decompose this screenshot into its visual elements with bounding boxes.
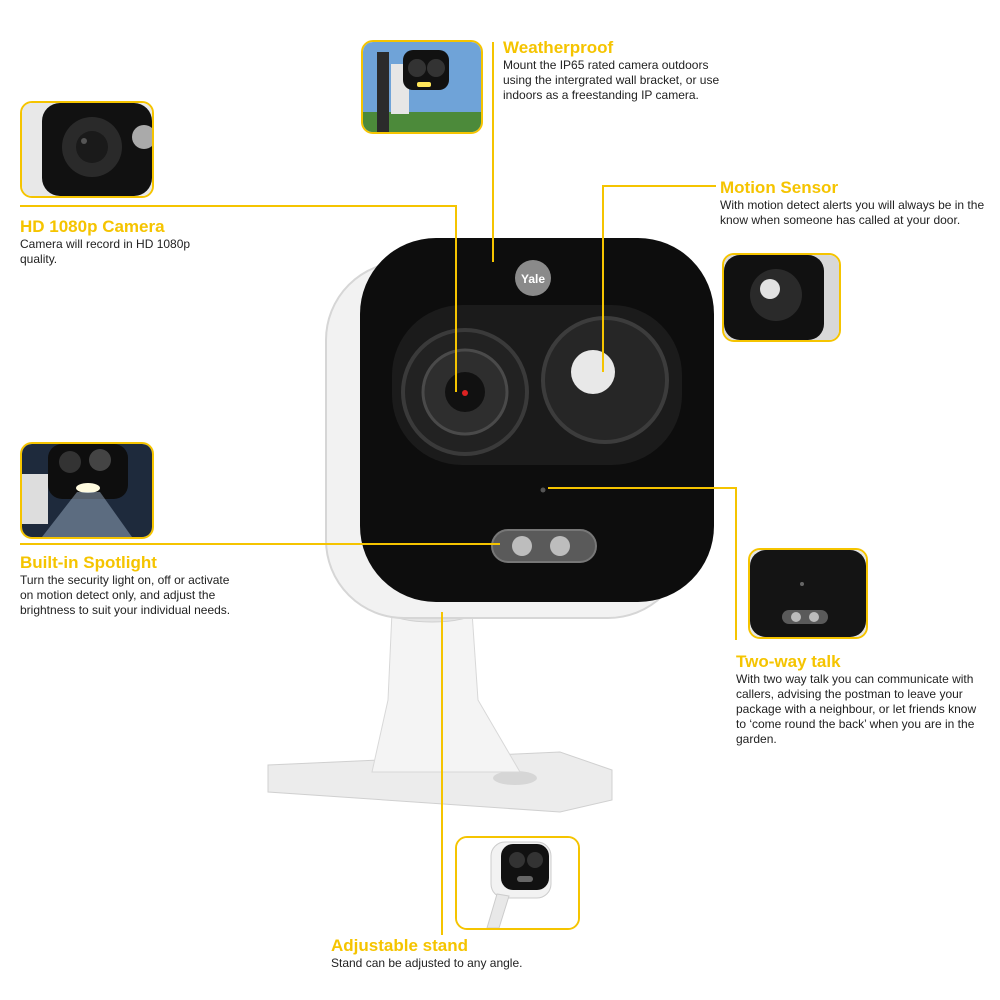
stand-base [267, 751, 613, 813]
feature-description: Camera will record in HD 1080p quality. [20, 237, 191, 266]
feature-title: Weatherproof [503, 38, 614, 57]
stand-base-hole [493, 771, 537, 785]
feature-description: Mount the IP65 rated camera outdoors usi… [503, 58, 720, 102]
callout-lines [20, 42, 737, 935]
lens-led [462, 390, 468, 396]
feature-motion-sensor: Motion Sensor With motion detect alerts … [720, 178, 992, 228]
feature-title: Adjustable stand [331, 936, 468, 955]
feature-hd-camera: HD 1080p Camera Camera will record in HD… [20, 217, 230, 267]
feature-two-way-talk: Two-way talk With two way talk you can c… [736, 652, 986, 747]
yale-logo [515, 260, 551, 296]
weatherproof-thumbnail [361, 40, 483, 134]
feature-spotlight: Built-in Spotlight Turn the security lig… [20, 553, 240, 618]
spotlight-led-left [512, 536, 532, 556]
callout-hd-camera [20, 205, 457, 392]
feature-adjustable-stand: Adjustable stand Stand can be adjusted t… [331, 936, 591, 971]
adjustable-stand-thumbnail [455, 836, 580, 930]
motion-sensor-dome [571, 350, 615, 394]
feature-weatherproof: Weatherproof Mount the IP65 rated camera… [503, 38, 733, 103]
microphone [540, 487, 546, 493]
feature-title: Motion Sensor [720, 178, 839, 197]
spotlight [491, 529, 597, 563]
feature-title: Two-way talk [736, 652, 841, 671]
motion-sensor-thumbnail [722, 253, 841, 342]
callout-two-way-talk [548, 487, 737, 640]
spotlight-led-right [550, 536, 570, 556]
stand-neck [371, 611, 521, 773]
feature-description: With two way talk you can communicate wi… [736, 672, 977, 746]
yale-logo-text: Yale [521, 272, 545, 286]
two-way-talk-thumbnail [748, 548, 868, 639]
hd-camera-thumbnail [20, 101, 154, 198]
callout-motion-sensor [602, 185, 716, 372]
feature-title: HD 1080p Camera [20, 217, 165, 236]
feature-description: Stand can be adjusted to any angle. [331, 956, 523, 970]
feature-title: Built-in Spotlight [20, 553, 157, 572]
feature-description: Turn the security light on, off or activ… [20, 573, 231, 617]
feature-description: With motion detect alerts you will alway… [720, 198, 985, 227]
spotlight-thumbnail [20, 442, 154, 539]
